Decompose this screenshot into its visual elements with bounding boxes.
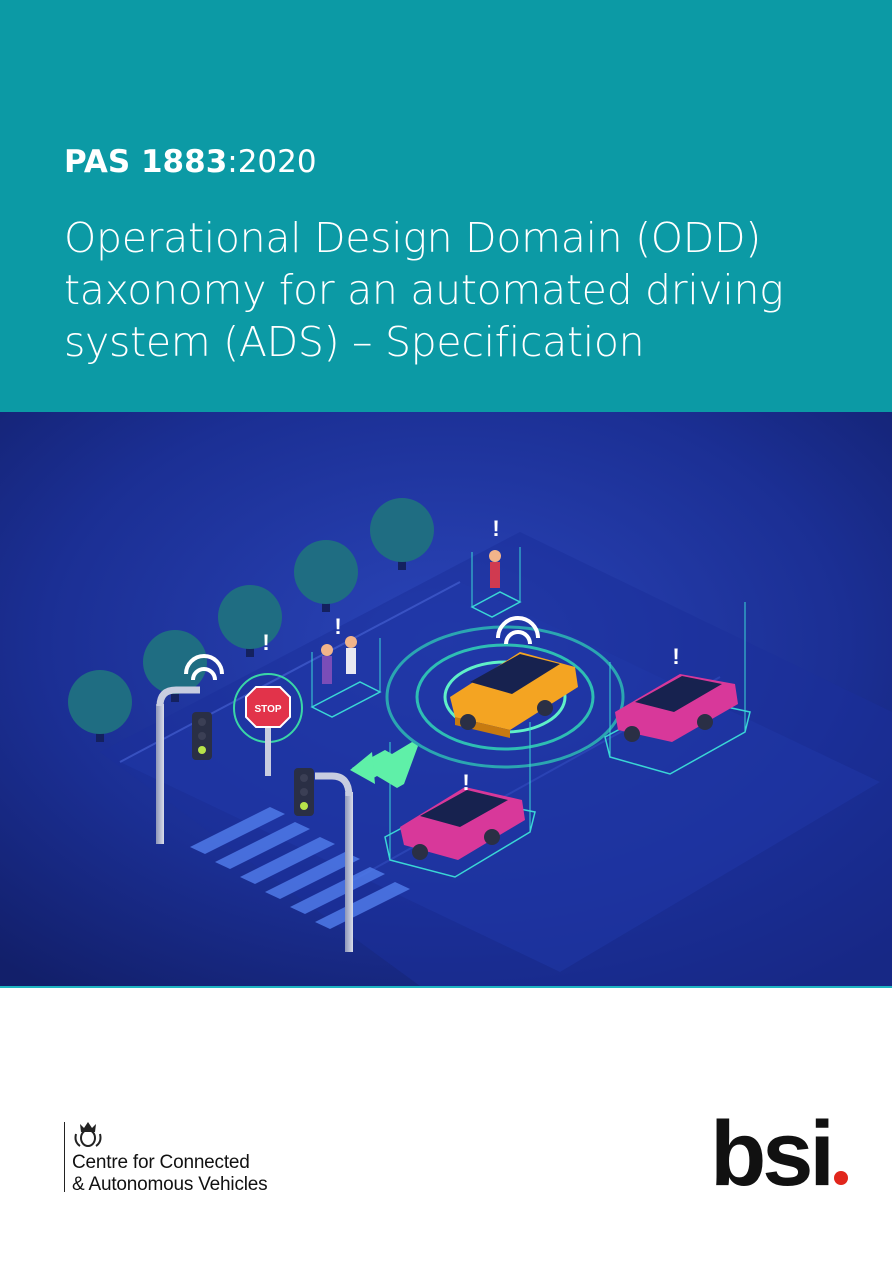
ccav-name-line-1: Centre for Connected <box>72 1152 250 1173</box>
ccav-name-line-2: & Autonomous Vehicles <box>72 1174 268 1195</box>
wifi-icon <box>184 654 224 675</box>
warning-mark: ! <box>462 770 469 795</box>
warning-mark: ! <box>672 644 679 669</box>
tree-icon <box>370 498 434 570</box>
tree-icon <box>218 585 282 657</box>
warning-mark: ! <box>334 614 341 639</box>
document-code: PAS 1883:2020 <box>64 144 317 180</box>
autonomous-car-icon <box>450 616 578 738</box>
car-icon: ! <box>384 722 536 878</box>
traffic-light-icon <box>156 654 224 844</box>
cover-illustration: STOP ! ! ! <box>0 412 892 986</box>
tree-icon <box>294 540 358 612</box>
traffic-light-icon <box>294 768 353 952</box>
document-code-year: :2020 <box>227 144 317 180</box>
wifi-icon <box>496 616 540 639</box>
bsi-logo: bsi <box>710 1108 848 1200</box>
warning-mark: ! <box>492 516 499 541</box>
autonomous-driving-scene: STOP ! ! ! <box>0 412 892 986</box>
pedestrians: ! <box>310 614 382 718</box>
document-code-number: PAS 1883 <box>64 144 228 180</box>
document-title-line-3: system (ADS) – Specification <box>64 318 645 366</box>
car-icon: ! <box>604 602 751 775</box>
document-title: Operational Design Domain (ODD) taxonomy… <box>64 212 864 368</box>
document-title-line-2: taxonomy for an automated driving <box>64 266 784 314</box>
pedestrian: ! <box>470 516 522 618</box>
cover-header: PAS 1883:2020 Operational Design Domain … <box>0 0 892 412</box>
tree-icon <box>143 630 207 702</box>
bsi-logo-dot <box>834 1171 848 1185</box>
document-title-line-1: Operational Design Domain (ODD) <box>64 214 761 262</box>
warning-mark: ! <box>262 630 269 655</box>
tree-icon <box>68 670 132 742</box>
stop-sign-label: STOP <box>254 704 281 715</box>
royal-crest-icon <box>74 1122 102 1147</box>
stop-sign-icon: STOP ! <box>233 630 303 776</box>
bsi-logo-text: bsi <box>710 1103 835 1205</box>
direction-arrow-icon <box>350 742 418 788</box>
logo-rule <box>64 1122 65 1192</box>
section-divider <box>0 986 892 988</box>
crosswalk <box>190 807 410 929</box>
